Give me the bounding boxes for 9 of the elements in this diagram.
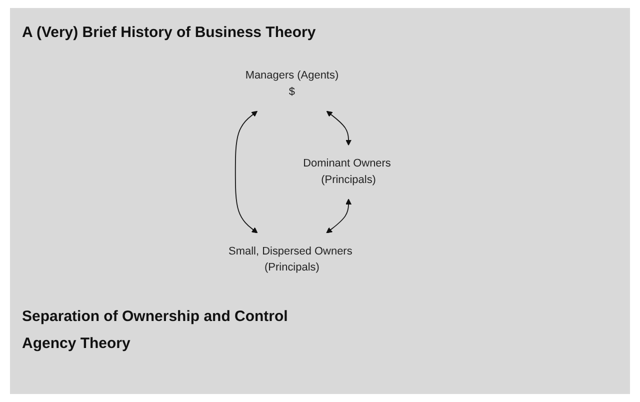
node-text: Dominant Owners (Principals)	[302, 158, 391, 186]
node-text: Small, Dispersed Owners (Principals)	[228, 245, 352, 274]
heading-note: Agency Theory	[22, 335, 132, 352]
heading-note: Separation of Ownership and Control	[22, 308, 288, 325]
node-text: Managers (Agents) $	[245, 70, 338, 98]
arrow	[326, 198, 352, 234]
arrow	[234, 110, 258, 234]
arrow	[326, 110, 352, 146]
title: A (Very) Brief History of Business Theory	[22, 24, 316, 41]
